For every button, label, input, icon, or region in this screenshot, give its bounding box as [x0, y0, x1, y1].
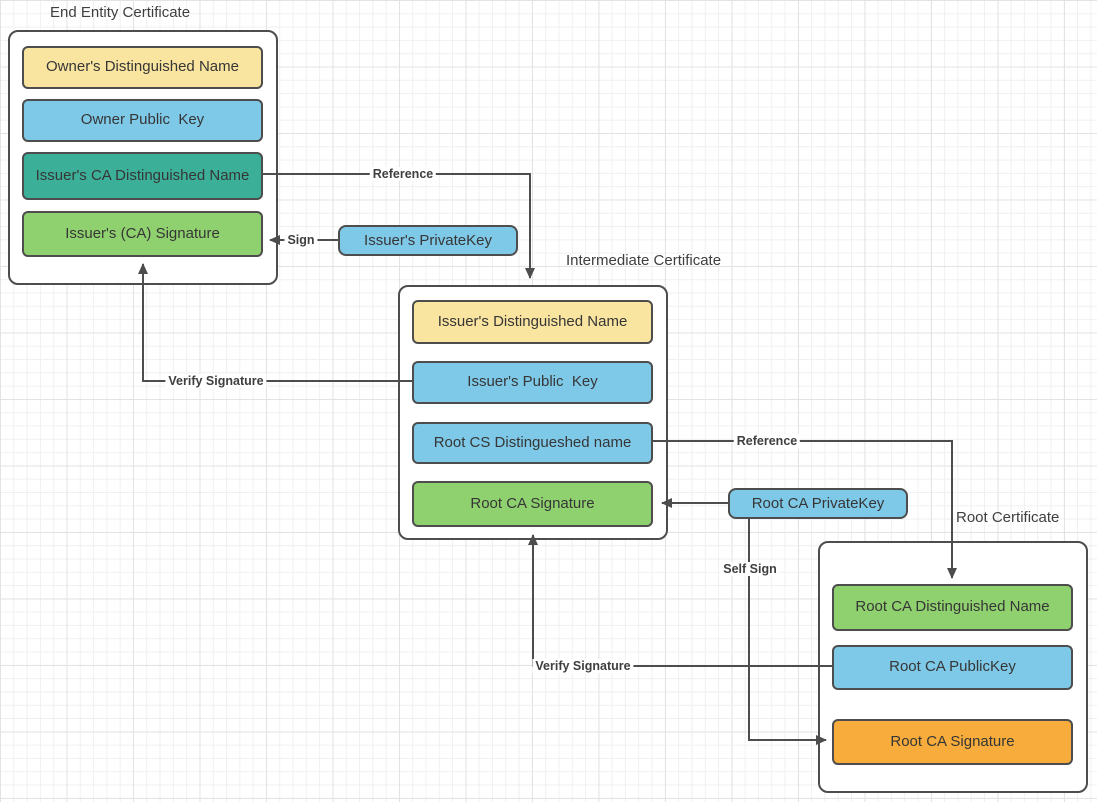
field-root-cs-distingueshed-name[interactable]: Root CS Distingueshed name — [412, 422, 653, 464]
issuers-privatekey-box[interactable]: Issuer's PrivateKey — [338, 225, 518, 256]
arrow-verify-signature-2[interactable] — [528, 534, 832, 667]
edge-label-verify-signature-1: Verify Signature — [165, 374, 267, 388]
field-issuers-ca-distinguished-name[interactable]: Issuer's CA Distinguished Name — [22, 152, 263, 200]
edge-label-sign: Sign — [284, 233, 318, 247]
root-certificate-title: Root Certificate — [956, 509, 1060, 526]
field-root-ca-distinguished-name[interactable]: Root CA Distinguished Name — [832, 584, 1073, 631]
field-issuers-ca-signature[interactable]: Issuer's (CA) Signature — [22, 211, 263, 257]
arrow-self-sign[interactable] — [748, 519, 827, 745]
edge-label-reference-1: Reference — [369, 167, 437, 181]
end-entity-certificate-container[interactable]: Owner's Distinguished Name Owner Public … — [8, 30, 278, 285]
field-root-ca-signature-root[interactable]: Root CA Signature — [832, 719, 1073, 765]
edge-label-self-sign: Self Sign — [720, 562, 780, 576]
field-root-ca-signature-intermediate[interactable]: Root CA Signature — [412, 481, 653, 527]
field-owner-public-key[interactable]: Owner Public Key — [22, 99, 263, 142]
field-issuers-distinguished-name[interactable]: Issuer's Distinguished Name — [412, 300, 653, 344]
edge-label-reference-2: Reference — [733, 434, 801, 448]
field-owners-distinguished-name[interactable]: Owner's Distinguished Name — [22, 46, 263, 89]
field-root-ca-publickey[interactable]: Root CA PublicKey — [832, 645, 1073, 690]
end-entity-certificate-title: End Entity Certificate — [50, 4, 191, 21]
edge-label-verify-signature-2: Verify Signature — [532, 659, 634, 673]
root-certificate-container[interactable]: Root CA Distinguished Name Root CA Publi… — [818, 541, 1088, 793]
intermediate-certificate-title: Intermediate Certificate — [566, 252, 722, 269]
intermediate-certificate-container[interactable]: Issuer's Distinguished Name Issuer's Pub… — [398, 285, 668, 540]
root-ca-privatekey-box[interactable]: Root CA PrivateKey — [728, 488, 908, 519]
field-issuers-public-key[interactable]: Issuer's Public Key — [412, 361, 653, 404]
